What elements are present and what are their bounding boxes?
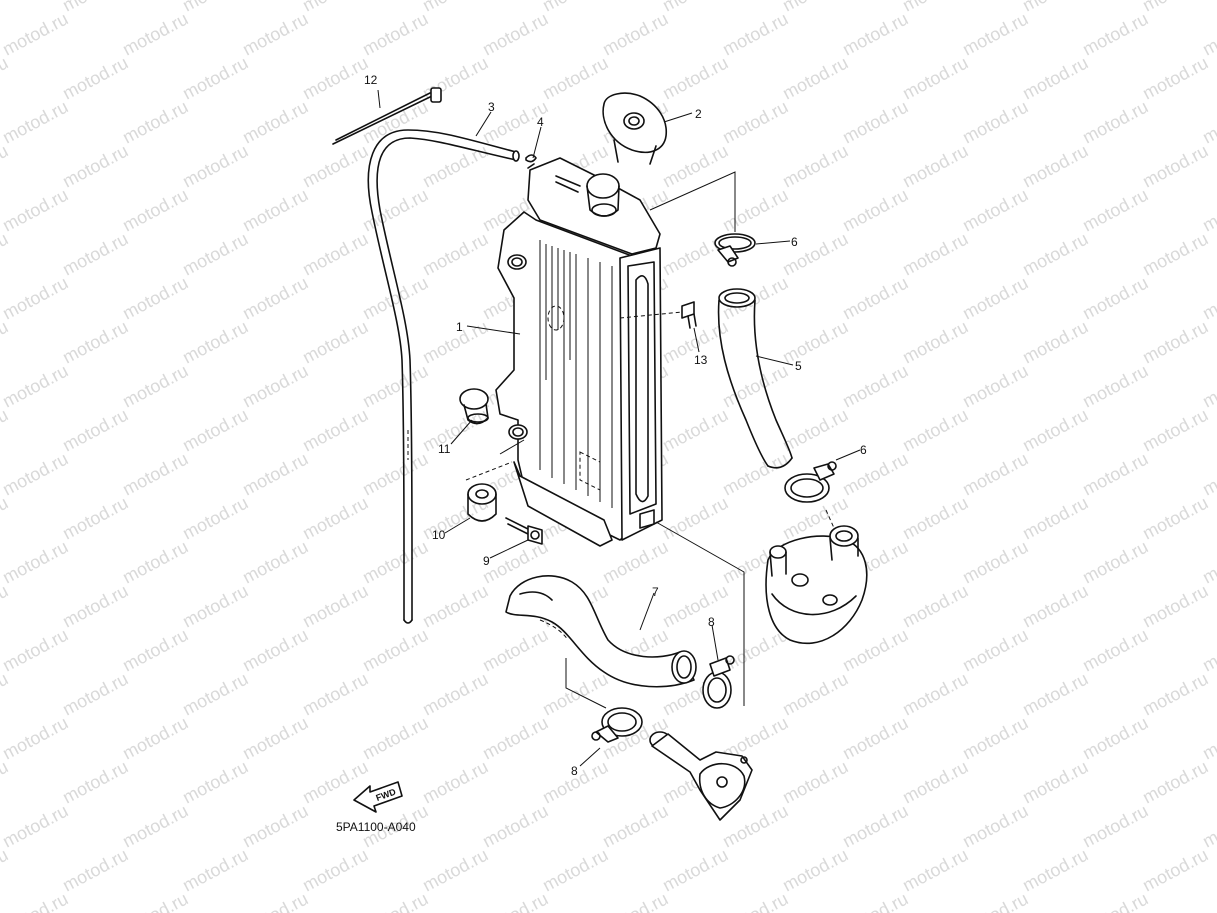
callout-8-right: 8 [708, 615, 715, 629]
callout-1: 1 [456, 320, 463, 334]
part-8-hose-clamp-right [702, 655, 735, 709]
callout-2: 2 [695, 107, 702, 121]
part-7-lower-hose [505, 575, 697, 688]
part-8-hose-clamp-left [591, 707, 643, 743]
callout-7: 7 [652, 585, 659, 599]
part-11-collar [459, 388, 489, 425]
callout-labels: 12 3 4 2 1 6 13 5 6 11 10 9 7 8 8 [364, 73, 867, 778]
cylinder-head-outlet [765, 509, 868, 645]
part-3-breather-hose [367, 129, 520, 624]
part-2-radiator-cap [602, 92, 667, 165]
fwd-arrow-icon: FWD [353, 781, 403, 813]
part-13-bolt [619, 301, 697, 329]
part-12-band [332, 87, 442, 145]
callout-leaders [377, 89, 861, 767]
part-6-hose-clamp-upper [714, 233, 756, 267]
reference-lines [499, 171, 745, 709]
part-1-radiator [495, 157, 663, 547]
callout-4: 4 [537, 115, 544, 129]
part-5-upper-hose [717, 288, 793, 469]
callout-12: 12 [364, 73, 378, 87]
callout-6-lower: 6 [860, 443, 867, 457]
part-4-clip [525, 154, 537, 169]
callout-5: 5 [795, 359, 802, 373]
part-6-hose-clamp-lower [784, 461, 837, 503]
callout-8-left: 8 [571, 764, 578, 778]
callout-3: 3 [488, 100, 495, 114]
callout-13: 13 [694, 353, 708, 367]
diagram-code: 5PA1100-A040 [336, 820, 416, 834]
callout-9: 9 [483, 554, 490, 568]
water-pump-housing [649, 731, 753, 821]
callout-10: 10 [432, 528, 446, 542]
part-10-damper [465, 461, 513, 522]
callout-6-upper: 6 [791, 235, 798, 249]
part-9-bolt [505, 517, 543, 545]
callout-11: 11 [438, 442, 451, 456]
